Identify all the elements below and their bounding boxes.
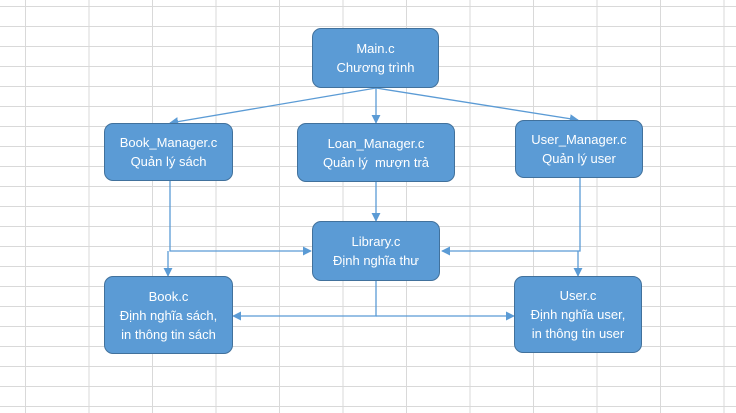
node-main-line-1: Chương trình (336, 60, 415, 75)
node-user: User.c Định nghĩa user, in thông tin use… (514, 276, 642, 353)
node-book-title: Book.c (148, 288, 189, 304)
arrow-user-manager-to-library (441, 178, 581, 256)
node-main: Main.c Chương trình (312, 28, 439, 88)
node-book-manager-title: Book_Manager.c (119, 135, 218, 150)
node-loan-manager-title: Loan_Manager.c (327, 135, 425, 151)
node-book-manager: Book_Manager.c Quản lý sách (104, 123, 233, 181)
node-user-title: User.c (559, 288, 597, 303)
node-library: Library.c Định nghĩa thư (312, 221, 440, 281)
arrow-book-manager-to-library (169, 181, 312, 256)
node-user-line-2: in thông tin user (531, 326, 625, 341)
node-user-manager: User_Manager.c Quản lý user (515, 120, 643, 178)
node-main-title: Main.c (356, 41, 395, 56)
arrow-library-to-book (232, 281, 377, 321)
arrow-main-to-user-manager (375, 87, 579, 124)
node-book-line-2: in thông tin sách (121, 326, 216, 342)
node-library-line-1: Định nghĩa thư (332, 253, 420, 268)
node-user-manager-line-1: Quản lý user (542, 151, 616, 166)
node-user-line-1: Định nghĩa user, (530, 307, 626, 322)
node-library-title: Library.c (351, 234, 401, 249)
node-book-line-1: Định nghĩa sách, (119, 307, 218, 323)
node-book-manager-line-1: Quản lý sách (130, 154, 207, 169)
node-loan-manager: Loan_Manager.c Quản lý mượn trả (297, 123, 455, 182)
node-loan-manager-line-1: Quản lý mượn trả (322, 154, 430, 170)
arrow-main-to-book-manager (169, 87, 377, 127)
node-user-manager-title: User_Manager.c (531, 132, 627, 147)
node-book: Book.c Định nghĩa sách, in thông tin sác… (104, 276, 233, 354)
